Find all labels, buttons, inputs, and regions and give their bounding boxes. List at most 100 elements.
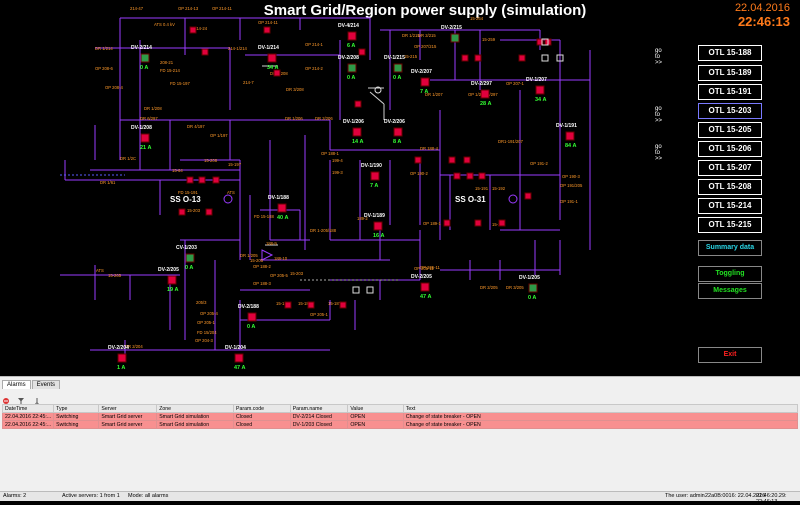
breaker-symbol [117, 353, 127, 363]
column-header[interactable]: Value [347, 404, 404, 413]
alarm-cell: Smart Grid server [98, 420, 158, 429]
line-label: FD 15-197 [170, 81, 190, 86]
line-label: ATS [96, 268, 104, 273]
filter-icon[interactable] [17, 397, 25, 405]
status-session: 22a0B:0016: 22.04.2016 [705, 493, 766, 499]
line-label: FD 15-188 [254, 214, 274, 219]
breaker-symbol [528, 283, 538, 293]
line-label: OP 214-13 [178, 6, 199, 11]
disconnector [498, 219, 506, 227]
tab-events[interactable]: Events [31, 380, 61, 389]
column-header[interactable]: Param.name [289, 404, 349, 413]
goto-link[interactable]: go to >> [655, 48, 663, 66]
otl-button[interactable]: OTL 15-188 [698, 45, 762, 61]
line-label: DR 2/205 [480, 285, 498, 290]
line-label: DR 1-205/188 [310, 228, 337, 233]
otl-button[interactable]: OTL 15-206 [698, 141, 762, 157]
line-label: 214-24 [194, 26, 208, 31]
open-switch [556, 54, 564, 62]
breaker-current: 0 A [347, 75, 355, 81]
line-label: ATS [227, 190, 235, 195]
breaker-symbol [347, 63, 357, 73]
line-label: 15-215 [404, 54, 418, 59]
otl-button[interactable]: OTL 15-191 [698, 84, 762, 100]
line-label: 199-4 [332, 158, 343, 163]
alarm-cell: DV-1/203 Closed [289, 420, 349, 429]
otl-button[interactable]: OTL 15-189 [698, 65, 762, 81]
goto-link[interactable]: go to >> [655, 106, 663, 124]
alarm-cell: DV-2/214 Closed [289, 412, 349, 421]
line-label: 205/3 [196, 300, 207, 305]
transformer-icon [223, 194, 233, 204]
messages-button[interactable]: Messages [698, 283, 762, 299]
otl-button[interactable]: OTL 15-214 [698, 198, 762, 214]
goto-link[interactable]: go to >> [655, 144, 663, 162]
otl-button[interactable]: OTL 15-215 [698, 217, 762, 233]
status-alarm-count: Alarms: 2 [3, 493, 27, 499]
column-header[interactable]: Zone [156, 404, 235, 413]
line-label: OP 188-3 [253, 281, 272, 286]
breaker-current: 0 A [185, 265, 193, 271]
summary-data-button[interactable]: Summary data [698, 240, 762, 256]
breaker-current: 0 A [528, 295, 536, 301]
line-label: OP 214-11 [212, 6, 233, 11]
line-label: 214-47 [130, 6, 144, 11]
breaker-label: DV-2/205 [411, 274, 432, 280]
otl-button[interactable]: OTL 15-207 [698, 160, 762, 176]
line-label: OP 208-4 [105, 85, 124, 90]
line-label: OP 205-4 [200, 311, 219, 316]
line-label: 15-186 [298, 301, 312, 306]
acknowledge-icon[interactable] [2, 397, 10, 405]
exit-button[interactable]: Exit [698, 347, 762, 363]
breaker-symbol [420, 77, 430, 87]
otl-button[interactable]: OTL 15-203 [698, 103, 762, 119]
disconnector [478, 172, 486, 180]
line-label: 188-10 [274, 256, 288, 261]
column-header[interactable]: Type [53, 404, 100, 413]
tab-alarms[interactable]: Alarms [2, 380, 31, 389]
circuit-breaker[interactable]: DV-2/215 [441, 25, 462, 43]
otl-button[interactable]: OTL 15-208 [698, 179, 762, 195]
otl-button[interactable]: OTL 15-205 [698, 122, 762, 138]
breaker-current: 0 A [140, 65, 148, 71]
disconnector [448, 156, 456, 164]
line-label: DR1-191/207 [498, 139, 524, 144]
breaker-label: DV-2/188 [238, 304, 259, 310]
column-header[interactable]: DateTime [1, 404, 55, 413]
line-label: DR 4/197 [187, 124, 205, 129]
line-label: DR 1/2C [120, 156, 136, 161]
alarm-toolbar [2, 392, 798, 406]
toggling-button[interactable]: Toggling [698, 266, 762, 282]
line-label: OP 207-1 [506, 81, 525, 86]
line-label: 15-197 [228, 162, 242, 167]
column-header[interactable]: Text [402, 404, 799, 413]
substation-label: SS O-31 [455, 195, 486, 204]
line-label: OP 208-6 [95, 66, 114, 71]
column-header[interactable]: Server [98, 404, 158, 413]
column-header[interactable]: Param.code [233, 404, 291, 413]
